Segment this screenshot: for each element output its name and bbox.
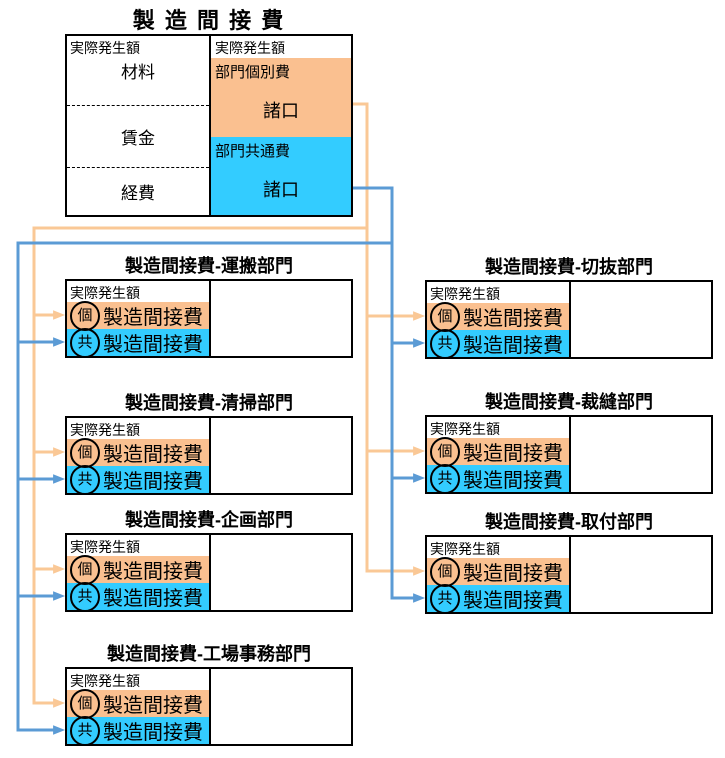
common-badge-icon: 共 [430, 583, 460, 614]
common-overhead-row: 共 製造間接費 [427, 463, 569, 494]
individual-flow-main-line [353, 102, 426, 576]
department-t-account-box: 実際発生額 個 製造間接費 共 製造間接費 [425, 415, 713, 494]
debit-item-materials: 材料 [67, 36, 209, 106]
department-title: 製造間接費-切抜部門 [485, 257, 653, 277]
t-account-divider [209, 418, 211, 493]
department-t-account-box: 実際発生額 個 製造間接費 共 製造間接費 [65, 279, 353, 358]
department-title: 製造間接費-清掃部門 [125, 393, 293, 413]
actual-amount-header: 実際発生額 [430, 541, 500, 557]
department-account: 製造間接費-工場事務部門 実際発生額 個 製造間接費 共 製造間接費 [65, 644, 353, 746]
individual-row-label: 製造間接費 [463, 563, 563, 585]
department-account: 製造間接費-運搬部門 実際発生額 個 製造間接費 共 製造間接費 [65, 256, 353, 358]
credit-side: 実際発生額 部門個別費 諸口 部門共通費 諸口 [211, 36, 351, 215]
department-t-account-box: 実際発生額 個 製造間接費 共 製造間接費 [425, 280, 713, 359]
department-t-account-box: 実際発生額 個 製造間接費 共 製造間接費 [65, 416, 353, 495]
credit-actual-amount-header: 実際発生額 [211, 36, 351, 58]
actual-amount-header: 実際発生額 [70, 673, 140, 689]
t-account-divider [209, 281, 211, 356]
common-badge-icon: 共 [70, 464, 100, 495]
common-row-label: 製造間接費 [463, 335, 563, 357]
department-account: 製造間接費-裁縫部門 実際発生額 個 製造間接費 共 製造間接費 [425, 392, 713, 494]
individual-badge-icon: 個 [70, 554, 100, 585]
individual-badge-icon: 個 [70, 300, 100, 331]
common-row-label: 製造間接費 [103, 471, 203, 493]
individual-badge-icon: 個 [70, 437, 100, 468]
actual-amount-header: 実際発生額 [70, 539, 140, 555]
manufacturing-overhead-account-box: 実際発生額 材料 賃金 経費 実際発生額 部門個別費 諸口 部門共通費 諸口 [65, 34, 353, 217]
department-title: 製造間接費-運搬部門 [125, 256, 293, 276]
individual-badge-icon: 個 [430, 436, 460, 467]
individual-row-label: 製造間接費 [103, 444, 203, 466]
common-badge-icon: 共 [70, 327, 100, 358]
individual-overhead-row: 個 製造間接費 [67, 300, 209, 331]
common-overhead-row: 共 製造間接費 [427, 328, 569, 359]
t-account-divider [569, 282, 571, 357]
common-badge-icon: 共 [430, 328, 460, 359]
department-account: 製造間接費-取付部門 実際発生額 個 製造間接費 共 製造間接費 [425, 512, 713, 614]
t-account-divider [569, 417, 571, 492]
department-account: 製造間接費-切抜部門 実際発生額 個 製造間接費 共 製造間接費 [425, 257, 713, 359]
actual-amount-header: 実際発生額 [430, 421, 500, 437]
common-cost-value: 諸口 [263, 179, 299, 200]
individual-cost-value: 諸口 [263, 101, 299, 121]
individual-badge-icon: 個 [70, 688, 100, 719]
individual-row-label: 製造間接費 [463, 308, 563, 330]
individual-overhead-row: 個 製造間接費 [427, 301, 569, 332]
department-title: 製造間接費-工場事務部門 [107, 644, 311, 664]
common-row-label: 製造間接費 [463, 470, 563, 492]
individual-row-label: 製造間接費 [463, 443, 563, 465]
common-overhead-row: 共 製造間接費 [67, 464, 209, 495]
actual-amount-header: 実際発生額 [70, 285, 140, 301]
department-t-account-box: 実際発生額 個 製造間接費 共 製造間接費 [425, 535, 713, 614]
individual-badge-icon: 個 [430, 301, 460, 332]
actual-amount-header: 実際発生額 [430, 286, 500, 302]
t-account-divider [209, 669, 211, 744]
common-row-label: 製造間接費 [463, 590, 563, 612]
actual-amount-header: 実際発生額 [70, 422, 140, 438]
common-badge-icon: 共 [430, 463, 460, 494]
department-title: 製造間接費-取付部門 [485, 512, 653, 532]
debit-side: 実際発生額 材料 賃金 経費 [67, 36, 211, 215]
common-overhead-row: 共 製造間接費 [67, 715, 209, 746]
individual-cost-block: 部門個別費 諸口 [211, 58, 351, 137]
common-row-label: 製造間接費 [103, 722, 203, 744]
individual-badge-icon: 個 [430, 556, 460, 587]
debit-item-expenses: 経費 [121, 184, 155, 203]
debit-item-wages: 賃金 [67, 106, 209, 168]
individual-overhead-row: 個 製造間接費 [67, 688, 209, 719]
department-title: 製造間接費-企画部門 [125, 510, 293, 530]
individual-row-label: 製造間接費 [103, 307, 203, 329]
individual-row-label: 製造間接費 [103, 695, 203, 717]
common-overhead-row: 共 製造間接費 [427, 583, 569, 614]
common-cost-block: 部門共通費 諸口 [211, 136, 351, 215]
common-row-label: 製造間接費 [103, 588, 203, 610]
common-row-label: 製造間接費 [103, 334, 203, 356]
individual-cost-label: 部門個別費 [215, 64, 291, 81]
common-badge-icon: 共 [70, 715, 100, 746]
common-cost-label: 部門共通費 [215, 142, 291, 160]
department-account: 製造間接費-清掃部門 実際発生額 個 製造間接費 共 製造間接費 [65, 393, 353, 495]
individual-overhead-row: 個 製造間接費 [67, 554, 209, 585]
individual-row-label: 製造間接費 [103, 561, 203, 583]
t-account-divider [569, 537, 571, 612]
t-account-divider [209, 535, 211, 610]
individual-overhead-row: 個 製造間接費 [427, 436, 569, 467]
department-t-account-box: 実際発生額 個 製造間接費 共 製造間接費 [65, 667, 353, 746]
individual-overhead-row: 個 製造間接費 [67, 437, 209, 468]
department-account: 製造間接費-企画部門 実際発生額 個 製造間接費 共 製造間接費 [65, 510, 353, 612]
common-overhead-row: 共 製造間接費 [67, 581, 209, 612]
common-overhead-row: 共 製造間接費 [67, 327, 209, 358]
page-title: 製 造 間 接 費 [132, 8, 286, 33]
individual-overhead-row: 個 製造間接費 [427, 556, 569, 587]
debit-actual-amount-header: 実際発生額 [70, 40, 140, 56]
common-flow-main-line [353, 186, 426, 603]
department-t-account-box: 実際発生額 個 製造間接費 共 製造間接費 [65, 533, 353, 612]
common-badge-icon: 共 [70, 581, 100, 612]
department-title: 製造間接費-裁縫部門 [485, 392, 653, 412]
